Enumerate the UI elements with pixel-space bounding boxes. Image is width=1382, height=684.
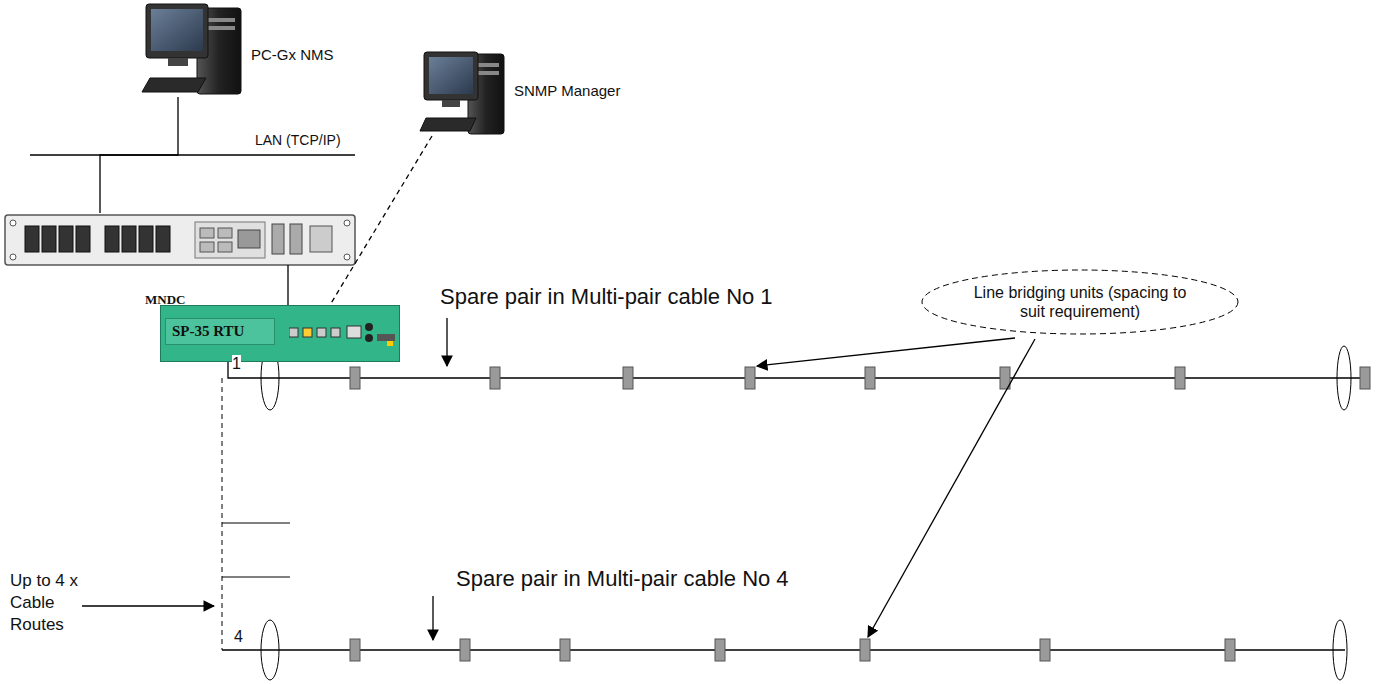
pointer-arrow <box>432 596 433 640</box>
ellipse-outline <box>920 268 1240 336</box>
display-digit <box>122 226 136 252</box>
callout-number: 4 <box>234 628 243 646</box>
node-label: PC-Gx NMS <box>251 46 334 63</box>
rack-unit <box>5 215 355 265</box>
panel-slot <box>377 334 395 341</box>
bridging-unit <box>560 639 570 661</box>
node-label: Line bridging units (spacing to suit req… <box>960 283 1200 321</box>
node-label: SP-35 RTU <box>165 318 275 345</box>
panel-led <box>303 328 312 337</box>
panel-knob <box>365 323 373 331</box>
bridging-unit <box>865 367 875 389</box>
edge-label: LAN (TCP/IP) <box>253 132 343 148</box>
bridging-unit <box>490 367 500 389</box>
panel-led <box>331 328 340 337</box>
computer-node: SNMP Manager <box>418 48 506 136</box>
ellipse-outline <box>922 270 1238 334</box>
bridging-unit <box>1225 639 1235 661</box>
bridging-unit <box>1360 367 1370 389</box>
route-bracket <box>222 378 223 650</box>
display-digit <box>76 226 90 252</box>
panel-knob <box>365 334 373 342</box>
rtu-panel <box>289 318 399 348</box>
route-note: Up to 4 x Cable Routes <box>10 570 80 636</box>
bridging-unit <box>460 639 470 661</box>
connector <box>100 97 178 213</box>
display-digit <box>156 226 170 252</box>
bridging-unit <box>350 639 360 661</box>
cable-label: Spare pair in Multi-pair cable No 4 <box>456 566 789 592</box>
bridging-unit <box>745 367 755 389</box>
pointer-arrow <box>446 318 447 366</box>
display-digit <box>139 226 153 252</box>
cable-route <box>222 620 1347 680</box>
bridging-unit <box>350 367 360 389</box>
rack-unit-node: MNDC <box>5 213 355 265</box>
display-digit <box>105 226 119 252</box>
computer-node: PC-Gx NMS <box>143 0 243 97</box>
route-tick <box>222 523 290 524</box>
bridging-unit <box>1175 367 1185 389</box>
panel-led <box>387 341 393 346</box>
computer-icon <box>420 52 504 134</box>
leader-arrow <box>757 338 1015 366</box>
pointer-arrow <box>82 605 214 606</box>
route-tick <box>222 577 290 578</box>
display-digit <box>42 226 56 252</box>
connector <box>330 136 432 305</box>
panel-led <box>317 328 326 337</box>
display-digit <box>59 226 73 252</box>
node-label: SNMP Manager <box>514 82 620 99</box>
bridging-unit <box>715 639 725 661</box>
rtu-box: SP-35 RTU <box>160 305 400 362</box>
lan-bus <box>30 154 355 155</box>
panel-led <box>289 328 298 337</box>
display-digit <box>25 226 39 252</box>
leader-arrow <box>868 339 1035 637</box>
bridging-unit <box>623 367 633 389</box>
bridging-unit <box>860 639 870 661</box>
cable-label: Spare pair in Multi-pair cable No 1 <box>440 284 773 310</box>
callout-ellipse: Line bridging units (spacing to suit req… <box>920 268 1240 336</box>
bridging-unit <box>1040 639 1050 661</box>
panel-port <box>347 326 361 338</box>
connector <box>287 265 288 305</box>
callout-number: 1 <box>232 355 241 373</box>
computer-icon <box>142 4 241 94</box>
